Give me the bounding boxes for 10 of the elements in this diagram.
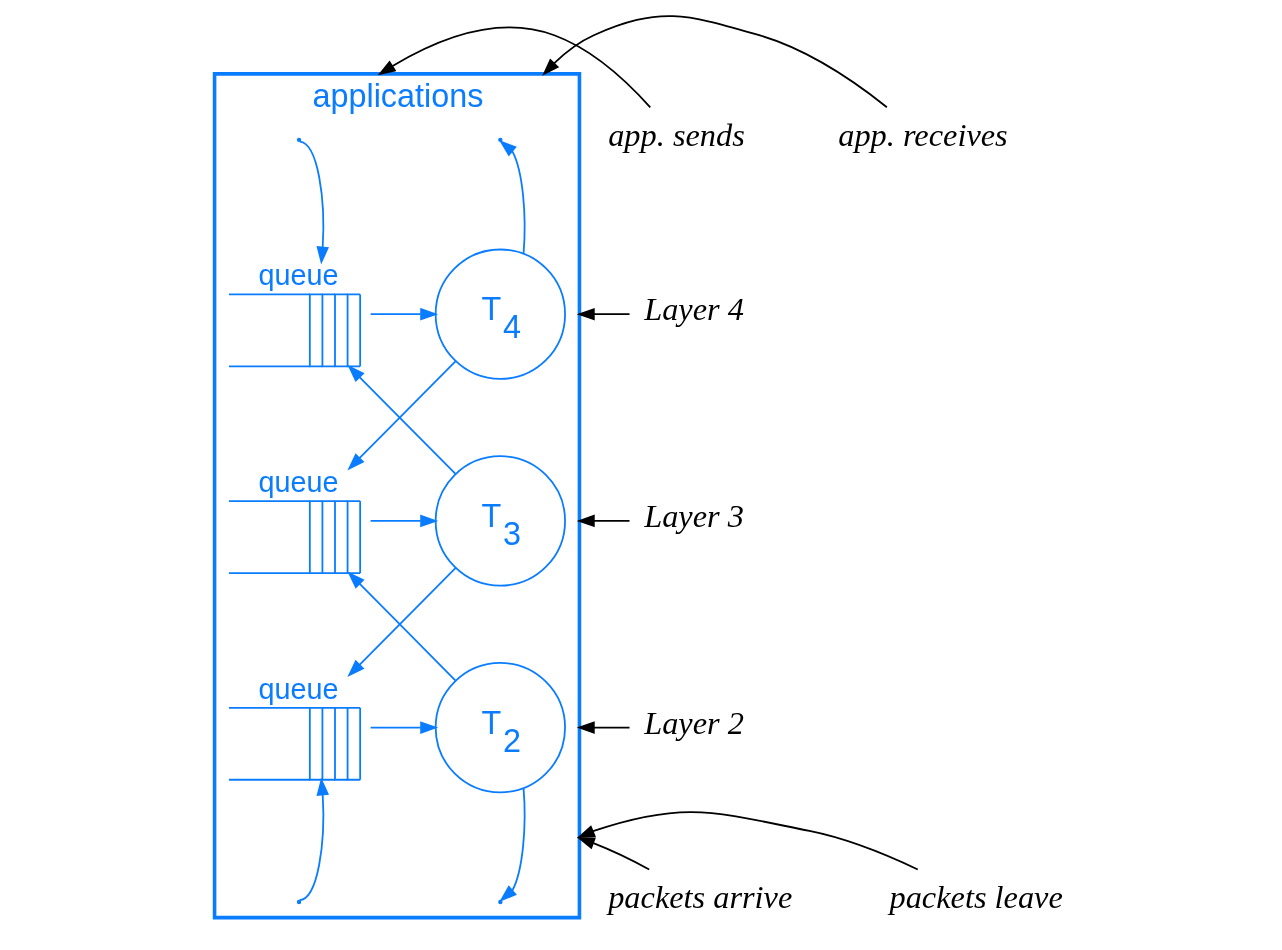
node-text: packets arrive	[608, 879, 793, 916]
node-text: Layer 3	[644, 498, 744, 535]
node-text: app. receives	[838, 116, 1008, 153]
node-text: Layer 2	[644, 704, 744, 741]
node-text: queue	[258, 465, 339, 498]
node-text: app. sends	[608, 116, 745, 153]
node-text: Layer 4	[644, 291, 744, 328]
node-text: queue	[258, 672, 339, 705]
node-text: packets leave	[889, 879, 1063, 916]
node-text: queue	[258, 259, 339, 292]
